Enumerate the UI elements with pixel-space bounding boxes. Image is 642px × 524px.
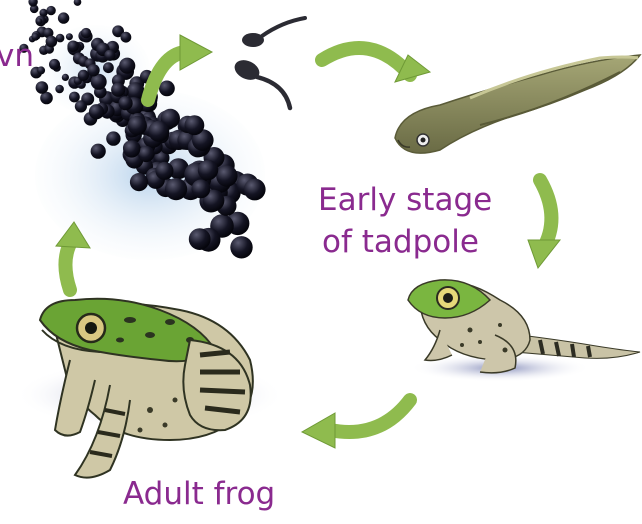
adult-frog: [15, 299, 285, 478]
spawn-egg: [128, 116, 147, 135]
label-adult-frog: Adult frog: [123, 476, 275, 513]
spawn-egg: [75, 100, 87, 112]
spawn-egg: [156, 162, 174, 180]
spawn-egg: [78, 70, 89, 81]
spawn-egg: [111, 83, 125, 97]
spawn-egg: [138, 146, 154, 162]
spawn-egg: [46, 36, 58, 48]
label-frog-spawn-partial: vn: [0, 38, 34, 75]
spawn-egg: [103, 62, 114, 73]
early-tadpole: [395, 55, 640, 153]
spawn-egg: [198, 160, 218, 180]
spawn-egg: [148, 121, 169, 142]
spawn-egg: [185, 115, 205, 135]
spawn-egg: [91, 144, 106, 159]
spawn-egg: [58, 12, 69, 23]
spawn-egg: [46, 6, 55, 15]
spawn-egg: [159, 81, 175, 97]
hatchling-tadpoles: [231, 18, 305, 108]
spawn-egg: [192, 180, 211, 199]
spawn-egg: [55, 85, 64, 94]
arrow-tadpole-to-froglet: [528, 180, 560, 268]
froglet: [408, 280, 640, 382]
spawn-egg: [104, 50, 115, 61]
spawn-egg: [189, 228, 211, 250]
arrow-froglet-to-adult: [302, 400, 410, 448]
spawn-egg: [36, 81, 49, 94]
spawn-egg: [119, 96, 133, 110]
spawn-egg: [106, 131, 120, 145]
label-early-tadpole-line2: of tadpole: [322, 224, 479, 261]
spawn-egg: [62, 74, 69, 81]
spawn-egg: [67, 41, 78, 52]
spawn-egg: [121, 32, 132, 43]
spawn-egg: [81, 28, 91, 38]
spawn-egg: [87, 64, 99, 76]
spawn-egg: [216, 165, 237, 186]
spawn-egg: [165, 178, 187, 200]
spawn-egg: [66, 33, 73, 40]
spawn-egg: [230, 236, 252, 258]
arrow-spawn-to-hatchlings: [148, 35, 212, 100]
spawn-egg: [244, 179, 266, 201]
label-early-tadpole-line1: Early stage: [318, 182, 492, 219]
spawn-egg: [123, 140, 140, 157]
spawn-egg: [130, 173, 148, 191]
arrow-hatchlings-to-tadpole: [322, 48, 430, 82]
frog-spawn: [19, 0, 265, 260]
spawn-egg: [49, 59, 60, 70]
spawn-egg: [119, 58, 135, 74]
spawn-egg: [37, 66, 45, 74]
spawn-egg: [89, 104, 104, 119]
spawn-egg: [74, 0, 82, 6]
spawn-egg: [69, 92, 80, 103]
spawn-egg: [36, 18, 42, 24]
